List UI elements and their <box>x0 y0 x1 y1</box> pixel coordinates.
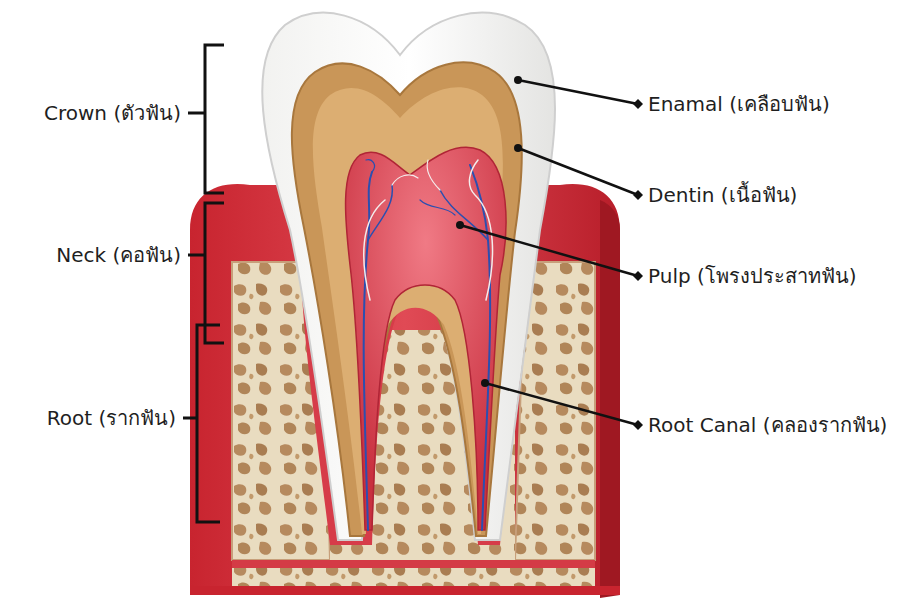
tooth <box>262 13 555 545</box>
part-label: Crown (ตัวฟัน) <box>44 101 181 125</box>
leader-lines <box>456 76 643 430</box>
part-label: Enamal (เคลือบฟัน) <box>648 92 830 116</box>
part-label: Root Canal (คลองรากฟัน) <box>648 413 887 437</box>
part-label: Dentin (เนื้อฟัน) <box>648 183 797 207</box>
brackets <box>183 45 224 522</box>
part-label: Pulp (โพรงประสาทฟัน) <box>648 264 857 288</box>
part-label: Neck (คอฟัน) <box>56 243 181 267</box>
part-label: Root (รากฟัน) <box>47 406 176 430</box>
